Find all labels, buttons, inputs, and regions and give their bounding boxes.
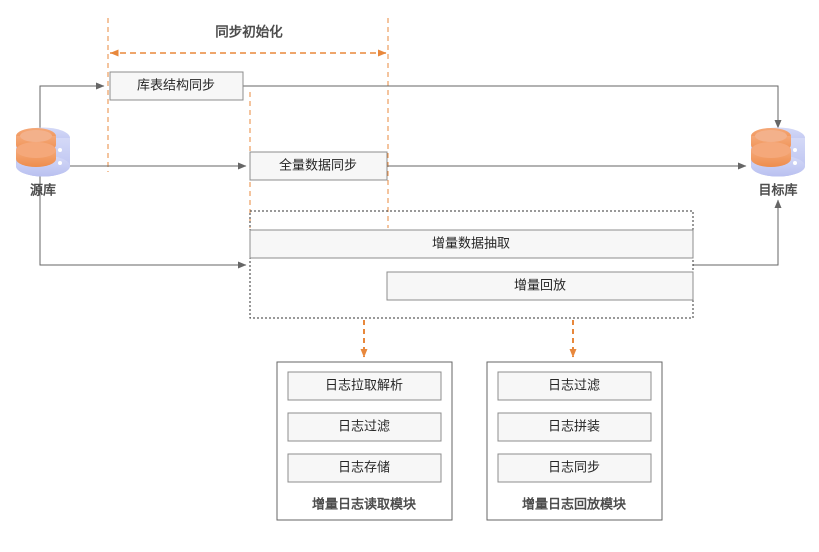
- module-item-label: 日志同步: [548, 459, 600, 474]
- module-item-label: 日志拼装: [548, 418, 600, 433]
- module-item-box[interactable]: [287, 412, 442, 442]
- label-full-data-sync: 全量数据同步: [279, 157, 357, 172]
- module-item-box[interactable]: [287, 453, 442, 483]
- module-frames: [276, 361, 663, 521]
- phase-init-label: 同步初始化: [215, 24, 283, 40]
- box-incremental-replay[interactable]: [386, 271, 694, 301]
- incremental-region: [249, 210, 694, 319]
- module-item-box[interactable]: [497, 371, 652, 401]
- module-item-label: 日志存储: [338, 459, 390, 474]
- label-schema-sync: 库表结构同步: [137, 77, 215, 92]
- frame-log-read-module: [276, 361, 453, 521]
- module-item-box[interactable]: [287, 371, 442, 401]
- box-schema-sync[interactable]: [109, 71, 244, 101]
- box-incremental-extract[interactable]: [249, 229, 694, 259]
- module-item-box[interactable]: [497, 453, 652, 483]
- phase-guide-lines: [107, 18, 389, 228]
- module-drop-arrows: [360, 320, 577, 358]
- process-boxes: [109, 71, 694, 301]
- module-item-box[interactable]: [497, 412, 652, 442]
- source-db-label: 源库: [30, 182, 56, 197]
- target-db-label: 目标库: [758, 182, 797, 197]
- label-incremental-extract: 增量数据抽取: [432, 235, 510, 250]
- flow-connectors: [39, 82, 782, 269]
- module-item-label: 日志拉取解析: [325, 377, 403, 392]
- module-item-label: 日志过滤: [548, 377, 600, 392]
- module-caption-log-replay: 增量日志回放模块: [522, 496, 627, 511]
- module-caption-log-read: 增量日志读取模块: [312, 496, 417, 511]
- source-database-icon: [16, 127, 70, 177]
- module-item-label: 日志过滤: [338, 418, 390, 433]
- box-full-data-sync[interactable]: [249, 151, 388, 181]
- frame-log-replay-module: [486, 361, 663, 521]
- label-incremental-replay: 增量回放: [514, 277, 566, 292]
- module-item-boxes: [287, 371, 652, 483]
- target-database-icon: [751, 127, 805, 177]
